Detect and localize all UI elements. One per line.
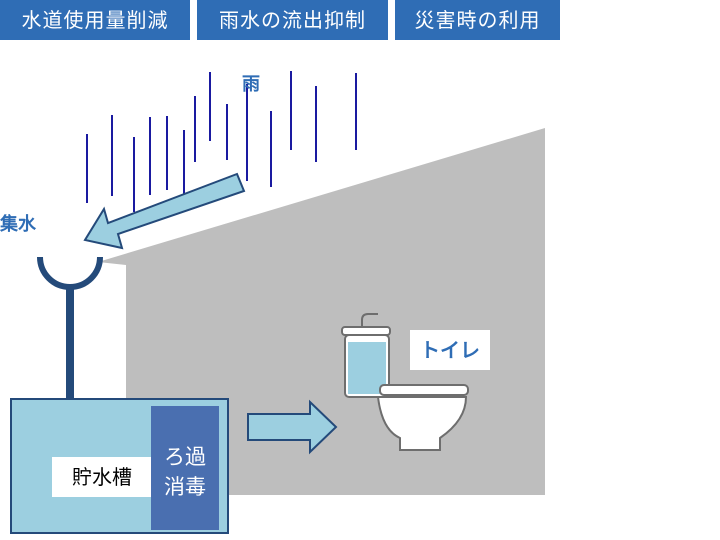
toilet-icon — [341, 313, 469, 451]
collect-label: 集水 — [0, 214, 36, 235]
flow-arrow — [247, 399, 338, 455]
rain-label: 雨 — [242, 74, 260, 95]
tab-disaster-use[interactable]: 災害時の利用 — [395, 0, 560, 40]
gutter — [37, 256, 103, 290]
tank-label: 貯水槽 — [52, 457, 152, 497]
storage-tank: 貯水槽 ろ過 消毒 — [10, 398, 229, 534]
disinfect-label: 消毒 — [164, 475, 206, 499]
filter-disinfect-box: ろ過 消毒 — [151, 406, 219, 530]
filter-label: ろ過 — [164, 445, 206, 469]
tab-runoff-control[interactable]: 雨水の流出抑制 — [197, 0, 388, 40]
tab-water-saving[interactable]: 水道使用量削減 — [0, 0, 190, 40]
rain-lines — [86, 71, 357, 212]
collect-arrow — [83, 172, 246, 250]
toilet-label: トイレ — [410, 330, 490, 370]
